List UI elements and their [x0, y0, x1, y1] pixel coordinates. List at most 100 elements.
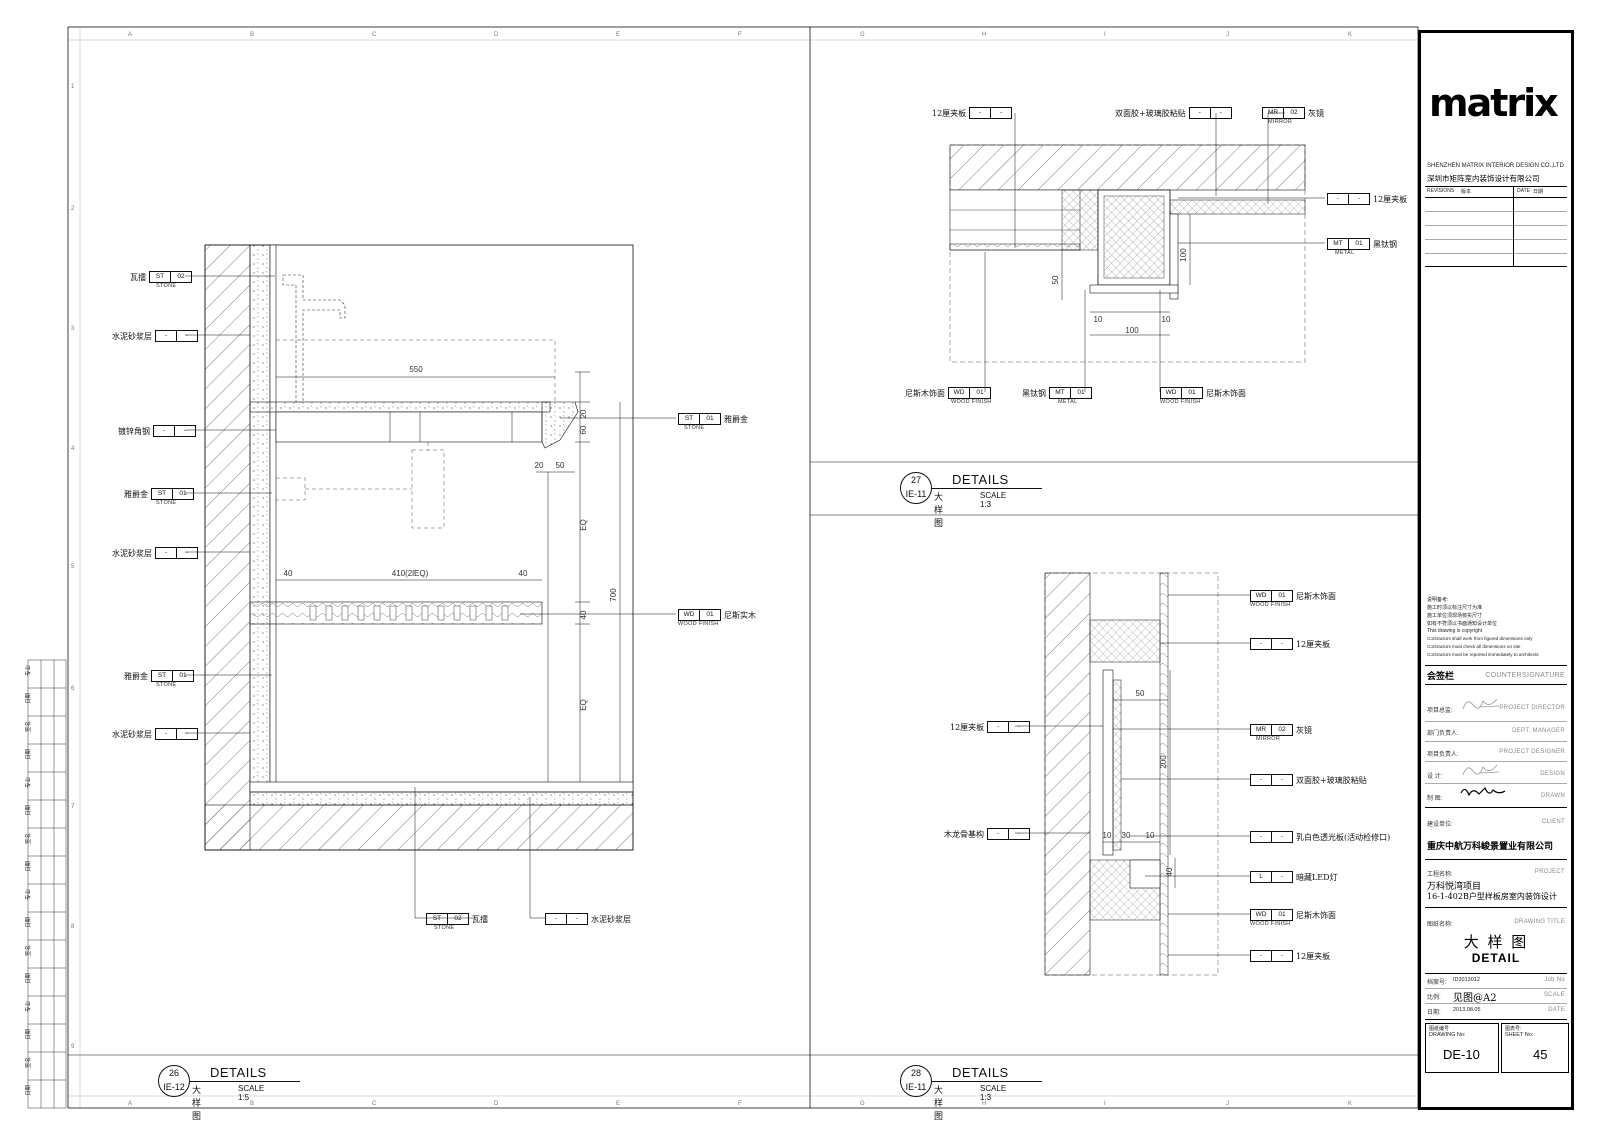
tb-row — [1425, 741, 1567, 742]
detail-subtitle: 大样图 — [192, 1086, 202, 1122]
tag-sub: STONE — [684, 425, 705, 431]
note-line: 施工时须以标注尺寸为准 — [1427, 605, 1483, 611]
grid-col-label: D — [494, 32, 499, 38]
tag-box: -- — [155, 547, 198, 559]
detail-subtitle: 大样图 — [934, 493, 944, 529]
side-strip-label: 日期 — [25, 972, 32, 984]
signature-mark — [1460, 786, 1506, 797]
d27-frame-a — [1061, 189, 1099, 251]
tb-row — [1425, 721, 1567, 722]
tag-text: 瓦擂 — [472, 914, 488, 924]
detail-heading: DETAILS — [952, 472, 1009, 487]
tag-text: 木龙骨基构 — [944, 829, 984, 839]
grid-row-label: 4 — [71, 446, 75, 452]
sheet-no-en: SHEET No: — [1505, 1032, 1534, 1038]
tag-box: -- — [1250, 774, 1293, 786]
tag-text: 尼斯木饰面 — [1296, 591, 1336, 601]
detail-27: 50 100 10 10 100 — [949, 112, 1325, 392]
tag-sub: WOOD FINISH — [678, 621, 719, 627]
tag-text: 12厘夹板 — [932, 108, 967, 118]
grid-row-label: 9 — [71, 1044, 75, 1050]
d28-tag-left-1: 木龙骨基构-- — [944, 828, 1030, 840]
d26-leaders — [185, 275, 676, 919]
grid-col-label: C — [372, 1101, 377, 1107]
grid-col-label: H — [982, 32, 986, 38]
tag-box: -- — [545, 913, 588, 925]
d28-board-right — [1159, 572, 1169, 976]
grid-row-label: 8 — [71, 924, 75, 930]
grid-col-label: A — [128, 32, 132, 38]
d28-tag-right-4: --乳白色透光板(活动检修口) — [1250, 831, 1390, 843]
grid-row-label: 7 — [71, 804, 75, 810]
d28-tag-right-3: --双面胶+玻璃胶粘贴 — [1250, 774, 1367, 786]
detail-number: 28 — [910, 1068, 921, 1078]
d28-wall — [1044, 572, 1091, 976]
drawing-no: DE-10 — [1443, 1047, 1480, 1062]
client-label: 建设单位: — [1427, 822, 1453, 828]
tag-text: 水泥砂浆层 — [112, 548, 152, 558]
grid-col-label: G — [860, 1101, 865, 1107]
grid-col-label: B — [250, 1101, 254, 1107]
d26-wall-left — [204, 244, 251, 851]
tag-sub: STONE — [156, 500, 177, 506]
tb-row — [1425, 211, 1567, 212]
tag-box: -- — [987, 828, 1030, 840]
d26-shelf-slats — [309, 605, 509, 621]
d26-dim-20: 20 — [535, 461, 544, 470]
d28-dim-40: 40 — [1165, 867, 1174, 876]
role-cn: 项目负责人: — [1427, 752, 1459, 758]
company-name-cn: 深圳市矩阵室内装饰设计有限公司 — [1427, 174, 1540, 183]
client-value: 重庆中航万科峻景置业有限公司 — [1427, 842, 1554, 852]
d26-tag-bottom-1: --水泥砂浆层 — [545, 913, 631, 925]
note-line: Contractors shall work from figured dime… — [1427, 636, 1533, 641]
tag-text: 雅爵金 — [124, 489, 148, 499]
job-en: Job No — [1544, 977, 1565, 983]
grid-col-label: B — [250, 32, 254, 38]
side-strip-label: 日期 — [25, 1084, 32, 1096]
d26-drain — [276, 442, 429, 501]
d26-dim-40v: 40 — [579, 610, 588, 619]
tb-divider — [1425, 1019, 1567, 1020]
d27-dim-10b: 10 — [1162, 315, 1171, 324]
d28-dim-30: 30 — [1122, 831, 1131, 840]
tag-box: -- — [969, 107, 1013, 119]
tag-text: 乳白色透光板(活动检修口) — [1296, 832, 1391, 842]
d27-dim-10a: 10 — [1094, 315, 1103, 324]
job-label: 档案号: — [1427, 980, 1447, 986]
scale-label: 比例: — [1427, 995, 1441, 1001]
grid-labels: A B C D E F G H I J K A B C D E F G H I … — [71, 32, 1352, 1107]
d26-dimension-lines — [276, 371, 621, 782]
scale-en: SCALE — [1543, 992, 1565, 998]
role-en: PROJECT DIRECTOR — [1499, 705, 1565, 711]
title-block: matrix SHENZHEN MATRIX INTERIOR DESIGN C… — [1418, 30, 1574, 1110]
drawing-no-en: DRAWING No: — [1429, 1032, 1466, 1038]
tb-row — [1425, 1003, 1567, 1004]
tag-text: 瓦擂 — [130, 272, 146, 282]
tb-divider — [1425, 907, 1567, 908]
grid-row-label: 1 — [71, 84, 75, 90]
d26-dim-eq2: EQ — [579, 699, 588, 711]
d26-dim-40a: 40 — [284, 569, 293, 578]
tag-text: 水泥砂浆层 — [112, 331, 152, 341]
tag-box: -- — [1327, 193, 1370, 205]
grid-row-label: 6 — [71, 686, 75, 692]
tag-sub: WOOD FINISH — [1160, 399, 1201, 405]
detail-scale: SCALE 1:3 — [980, 491, 1007, 509]
side-strip-label: 签名 — [24, 945, 32, 956]
detail-scale: SCALE 1:3 — [980, 1084, 1007, 1102]
note-line: 施工单位须现场核实尺寸 — [1427, 613, 1483, 619]
tag-box: -- — [1188, 107, 1232, 119]
